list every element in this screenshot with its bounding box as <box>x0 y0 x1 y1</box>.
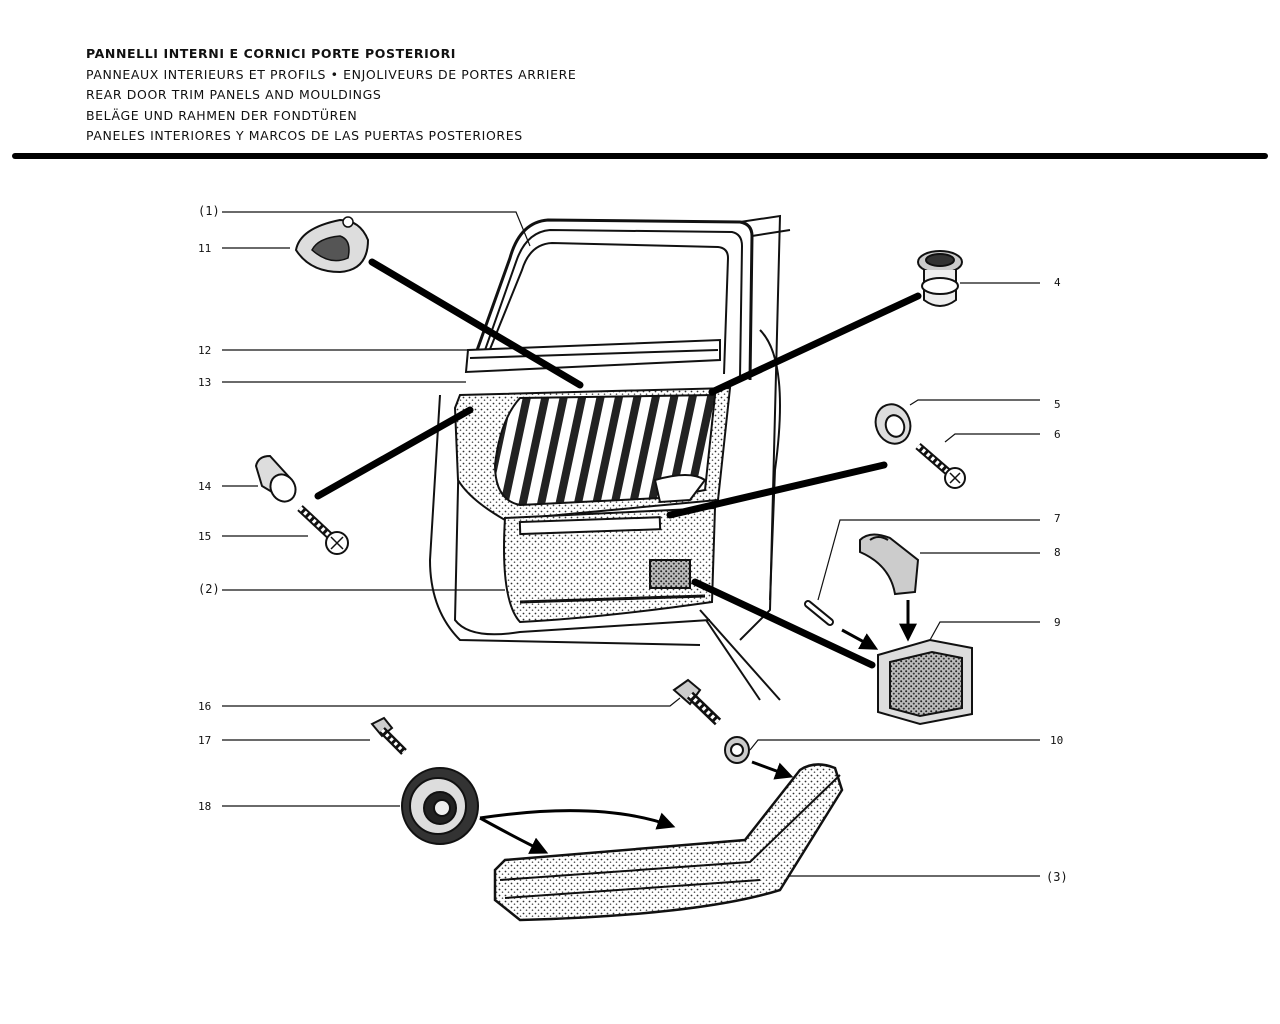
callout-14: 14 <box>198 480 212 493</box>
callout-11: 11 <box>198 242 212 255</box>
part-5-cup-washer <box>874 403 912 445</box>
callout-12: 12 <box>198 344 212 357</box>
part-6-screw <box>915 442 966 489</box>
part-16-bolt <box>672 678 722 726</box>
callout-9: 9 <box>1054 616 1061 629</box>
part-8-ashtray-flap <box>859 533 920 596</box>
callout-1: (1) <box>198 204 220 218</box>
part-15-screw <box>297 505 349 555</box>
title-italian: PANNELLI INTERNI E CORNICI PORTE POSTERI… <box>86 46 457 61</box>
callout-15: 15 <box>198 530 212 543</box>
callout-10: 10 <box>1050 734 1064 747</box>
part-14-grommet <box>254 454 297 503</box>
callout-18: 18 <box>198 800 212 813</box>
part-10-washer <box>724 736 750 764</box>
part-3-armrest <box>493 763 844 922</box>
title-french: PANNEAUX INTERIEURS ET PROFILS • ENJOLIV… <box>86 66 577 82</box>
title-spanish: PANELES INTERIORES Y MARCOS DE LAS PUERT… <box>86 128 523 143</box>
header-rule <box>12 153 1268 159</box>
part-4-panel-clip <box>917 250 963 307</box>
assembly-arrows <box>314 258 922 669</box>
callout-8: 8 <box>1054 546 1061 559</box>
callout-17: 17 <box>198 734 212 747</box>
part-17-bolt <box>370 716 407 755</box>
callout-3: (3) <box>1046 870 1068 884</box>
belt-moulding <box>464 338 721 374</box>
title-block: PANNELLI INTERNI E CORNICI PORTE POSTERI… <box>86 44 576 147</box>
part-7-pin <box>804 600 834 626</box>
callout-7: 7 <box>1054 512 1061 525</box>
callout-6: 6 <box>1054 428 1061 441</box>
callout-4: 4 <box>1054 276 1061 289</box>
leader-lines <box>222 211 1040 877</box>
callout-5: 5 <box>1054 398 1061 411</box>
door-trim-panel <box>453 386 732 624</box>
rear-door <box>428 214 791 701</box>
callout-2: (2) <box>198 582 220 596</box>
title-english: REAR DOOR TRIM PANELS AND MOULDINGS <box>86 87 382 102</box>
callout-16: 16 <box>198 700 212 713</box>
small-arrows <box>479 600 917 854</box>
title-german: BELÄGE UND RAHMEN DER FONDTÜREN <box>86 107 358 123</box>
part-11-handle-bezel <box>294 216 370 274</box>
part-9-ashtray-housing <box>877 638 973 726</box>
callout-13: 13 <box>198 376 212 389</box>
part-18-cover-cap <box>401 767 479 845</box>
